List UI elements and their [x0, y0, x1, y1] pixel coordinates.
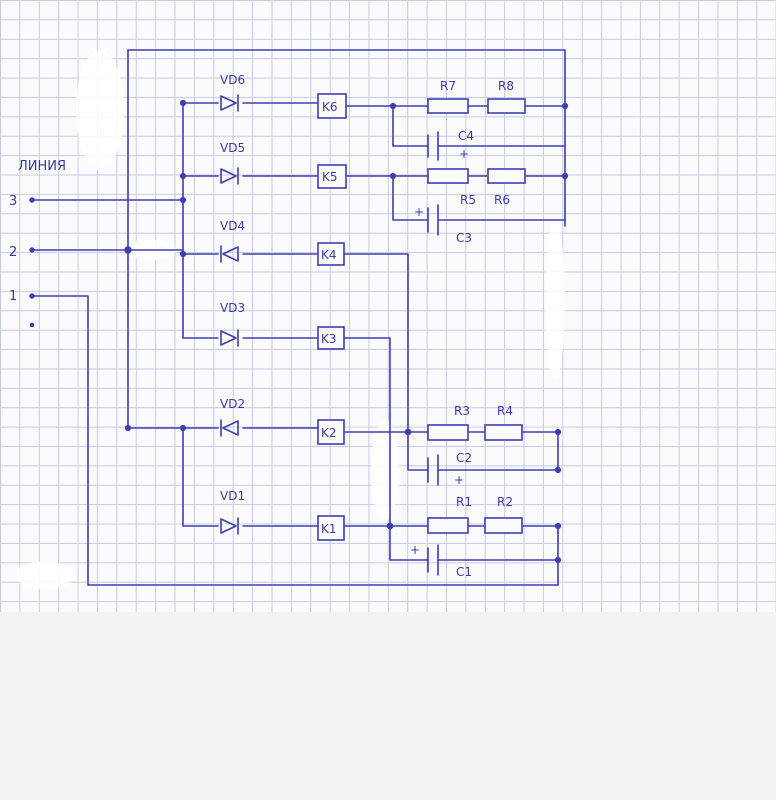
resistor-r4: R4: [484, 404, 523, 441]
resistor-r3: R3: [427, 404, 470, 441]
relay-k5: K5: [317, 164, 347, 189]
resistor-r1-label: R1: [456, 495, 472, 509]
diode-vd6: VD6: [220, 73, 245, 112]
diode-vd1-label: VD1: [220, 489, 245, 503]
relay-k3: K3: [317, 326, 345, 350]
capacitor-c3-plus: +: [414, 205, 424, 219]
paper-smudge: [545, 220, 565, 380]
terminal-3-label: 3: [9, 194, 17, 209]
relay-k1: K1: [317, 515, 345, 541]
resistor-r8: R8: [487, 79, 526, 114]
resistor-r4-label: R4: [497, 404, 513, 418]
relay-k4-label: K4: [321, 248, 337, 262]
diode-vd6-label: VD6: [220, 73, 245, 87]
resistor-r6: R6: [487, 168, 526, 207]
capacitor-c2: C2 +: [427, 451, 472, 487]
wires: [31, 49, 566, 586]
relay-k1-label: K1: [321, 522, 337, 536]
capacitor-c2-plus: +: [454, 473, 464, 487]
resistor-r2: R2: [484, 495, 523, 534]
relay-k5-label: K5: [322, 170, 338, 184]
capacitor-c1-label: C1: [456, 565, 472, 579]
capacitor-c4-plus: +: [459, 147, 469, 161]
relay-k6: K6: [317, 93, 347, 119]
relay-k6-label: K6: [322, 100, 338, 114]
resistor-r6-label: R6: [494, 193, 510, 207]
line-title: ЛИНИЯ: [18, 159, 66, 174]
resistor-r1: R1: [427, 495, 472, 534]
capacitor-c4: C4 +: [427, 129, 474, 161]
capacitor-c2-label: C2: [456, 451, 472, 465]
terminal-2-label: 2: [9, 245, 17, 260]
capacitor-c3: C3 +: [414, 204, 472, 245]
resistor-r7-label: R7: [440, 79, 456, 93]
relay-k3-label: K3: [321, 332, 337, 346]
terminal-3-contact: [29, 197, 35, 203]
capacitor-c4-label: C4: [458, 129, 474, 143]
line-terminals: ЛИНИЯ 3 2 1: [9, 159, 66, 328]
diode-vd3: VD3: [220, 301, 245, 347]
resistor-r2-label: R2: [497, 495, 513, 509]
capacitor-c1: C1 +: [410, 543, 472, 579]
resistor-r3-label: R3: [454, 404, 470, 418]
terminal-1-label: 1: [9, 289, 17, 304]
relay-k2: K2: [317, 419, 345, 445]
relay-k2-label: K2: [321, 426, 337, 440]
terminal-dot: [29, 322, 35, 328]
capacitor-c1-plus: +: [410, 543, 420, 557]
circuit-schematic: ЛИНИЯ 3 2 1 VD6 VD5 VD4 VD3 VD2 VD1 K6 K: [9, 49, 569, 589]
diode-vd4: VD4: [220, 219, 245, 263]
diode-vd1: VD1: [220, 489, 245, 535]
resistor-r5-label: R5: [460, 193, 476, 207]
resistor-r8-label: R8: [498, 79, 514, 93]
paper-smudge: [15, 561, 75, 589]
capacitor-c3-label: C3: [456, 231, 472, 245]
diode-vd2-label: VD2: [220, 397, 245, 411]
diode-vd4-label: VD4: [220, 219, 245, 233]
diode-vd2: VD2: [220, 397, 245, 437]
terminal-2-contact: [29, 247, 35, 253]
diode-vd3-label: VD3: [220, 301, 245, 315]
resistor-r7: R7: [427, 79, 469, 114]
paper-smudge: [371, 420, 399, 520]
diode-vd5-label: VD5: [220, 141, 245, 155]
paper-smudge: [76, 50, 124, 170]
resistor-r5: R5: [427, 168, 476, 207]
diode-vd5: VD5: [220, 141, 245, 185]
junction-dots: [124, 99, 569, 564]
graph-paper-sheet: ЛИНИЯ 3 2 1 VD6 VD5 VD4 VD3 VD2 VD1 K6 K: [0, 0, 776, 612]
relay-k4: K4: [317, 242, 345, 266]
terminal-1-contact: [29, 293, 35, 299]
